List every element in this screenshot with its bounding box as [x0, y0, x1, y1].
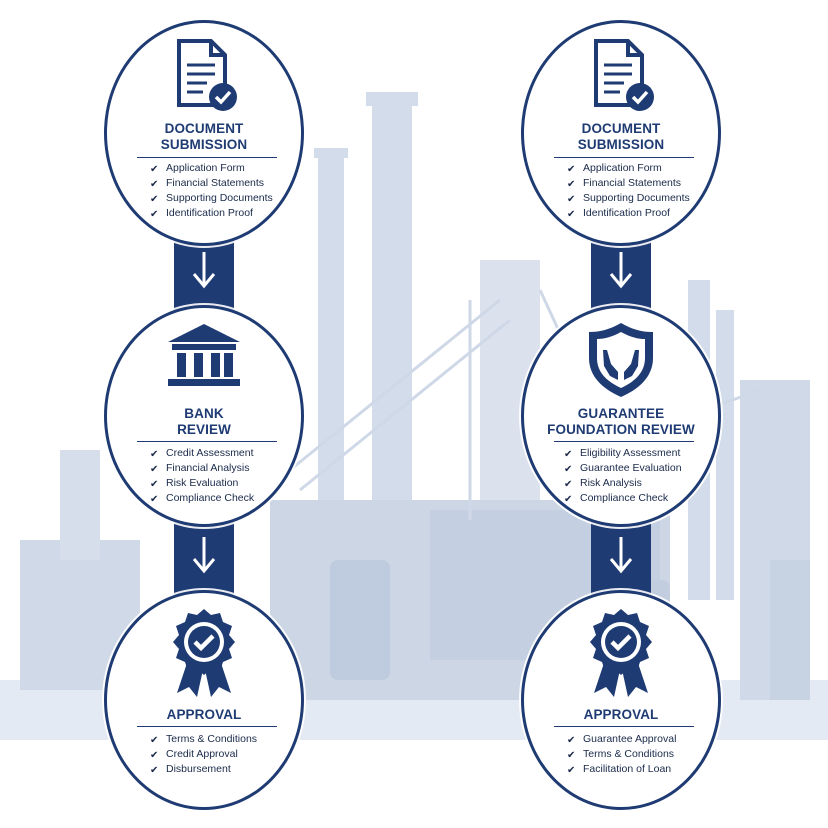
checkmark-icon: ✔ — [567, 735, 576, 746]
checkmark-icon: ✔ — [150, 179, 159, 190]
checklist-item: ✔Risk Evaluation — [150, 477, 239, 490]
stage-title: BANK REVIEW — [177, 406, 231, 437]
checkmark-icon: ✔ — [567, 209, 576, 220]
stage-checklist: ✔Eligibility Assessment ✔Guarantee Evalu… — [564, 446, 682, 506]
stage-title: DOCUMENT SUBMISSION — [577, 121, 665, 152]
checkmark-icon: ✔ — [150, 449, 159, 460]
checklist-item: ✔Financial Statements — [150, 177, 265, 190]
arrow-down-icon — [192, 537, 216, 574]
checkmark-icon: ✔ — [150, 194, 159, 205]
checklist-item: ✔Terms & Conditions — [150, 733, 258, 746]
checkmark-icon: ✔ — [567, 164, 576, 175]
checklist-item: ✔Facilitation of Loan — [567, 763, 672, 776]
document-check-icon — [177, 39, 237, 111]
checklist-item: ✔Compliance Check — [564, 492, 669, 505]
checklist-item: ✔Supporting Documents — [150, 192, 273, 205]
stage-guarantee-foundation-review: GUARANTEE FOUNDATION REVIEW ✔Eligibility… — [521, 305, 721, 527]
checkmark-icon: ✔ — [567, 179, 576, 190]
stage-approval: APPROVAL ✔Terms & Conditions ✔Credit App… — [104, 590, 304, 810]
stage-document-submission: DOCUMENT SUBMISSION ✔Application Form ✔F… — [521, 20, 721, 246]
checklist-item: ✔Risk Analysis — [564, 477, 642, 490]
checkmark-icon: ✔ — [564, 479, 573, 490]
divider — [137, 157, 277, 158]
checkmark-icon: ✔ — [150, 209, 159, 220]
checkmark-icon: ✔ — [150, 750, 159, 761]
checklist-item: ✔Credit Assessment — [150, 447, 254, 460]
checklist-item: ✔Financial Statements — [567, 177, 682, 190]
stage-title: GUARANTEE FOUNDATION REVIEW — [547, 406, 695, 437]
checklist-item: ✔Identification Proof — [567, 207, 670, 220]
checklist-item: ✔Supporting Documents — [567, 192, 690, 205]
checkmark-icon: ✔ — [150, 164, 159, 175]
stage-title: DOCUMENT SUBMISSION — [160, 121, 248, 152]
flow-bank: DOCUMENT SUBMISSION ✔Application Form ✔F… — [104, 0, 304, 828]
stage-checklist: ✔Application Form ✔Financial Statements … — [150, 161, 273, 221]
checklist-item: ✔Credit Approval — [150, 748, 238, 761]
checkmark-icon: ✔ — [150, 479, 159, 490]
flow-guarantee-foundation: DOCUMENT SUBMISSION ✔Application Form ✔F… — [521, 0, 721, 828]
arrow-down-icon — [609, 252, 633, 289]
checklist-item: ✔Application Form — [150, 162, 245, 175]
stage-checklist: ✔Terms & Conditions ✔Credit Approval ✔Di… — [150, 732, 257, 777]
checkmark-icon: ✔ — [564, 494, 573, 505]
award-badge-icon — [173, 609, 235, 697]
checklist-item: ✔Disbursement — [150, 763, 231, 776]
checklist-item: ✔Eligibility Assessment — [564, 447, 681, 460]
stage-checklist: ✔Application Form ✔Financial Statements … — [567, 161, 690, 221]
divider — [554, 441, 694, 442]
stage-checklist: ✔Credit Assessment ✔Financial Analysis ✔… — [150, 446, 254, 506]
stage-bank-review: BANK REVIEW ✔Credit Assessment ✔Financia… — [104, 305, 304, 527]
checkmark-icon: ✔ — [150, 735, 159, 746]
stage-title: APPROVAL — [583, 707, 659, 722]
document-check-icon — [594, 39, 654, 111]
stage-approval: APPROVAL ✔Guarantee Approval ✔Terms & Co… — [521, 590, 721, 810]
checkmark-icon: ✔ — [150, 494, 159, 505]
checkmark-icon: ✔ — [567, 765, 576, 776]
divider — [137, 441, 277, 442]
checkmark-icon: ✔ — [564, 449, 573, 460]
stage-title: APPROVAL — [166, 707, 242, 722]
checkmark-icon: ✔ — [564, 464, 573, 475]
arrow-down-icon — [192, 252, 216, 289]
bank-icon — [168, 324, 240, 386]
checkmark-icon: ✔ — [567, 194, 576, 205]
checkmark-icon: ✔ — [150, 464, 159, 475]
checklist-item: ✔Identification Proof — [150, 207, 253, 220]
checkmark-icon: ✔ — [567, 750, 576, 761]
divider — [554, 726, 694, 727]
arrow-down-icon — [609, 537, 633, 574]
divider — [554, 157, 694, 158]
checkmark-icon: ✔ — [150, 765, 159, 776]
checklist-item: ✔Application Form — [567, 162, 662, 175]
checklist-item: ✔Terms & Conditions — [567, 748, 675, 761]
checklist-item: ✔Guarantee Approval — [567, 733, 677, 746]
checklist-item: ✔Financial Analysis — [150, 462, 250, 475]
shield-hands-icon — [589, 323, 653, 397]
checklist-item: ✔Guarantee Evaluation — [564, 462, 682, 475]
checklist-item: ✔Compliance Check — [150, 492, 255, 505]
stage-document-submission: DOCUMENT SUBMISSION ✔Application Form ✔F… — [104, 20, 304, 246]
award-badge-icon — [590, 609, 652, 697]
stage-checklist: ✔Guarantee Approval ✔Terms & Conditions … — [567, 732, 676, 777]
divider — [137, 726, 277, 727]
